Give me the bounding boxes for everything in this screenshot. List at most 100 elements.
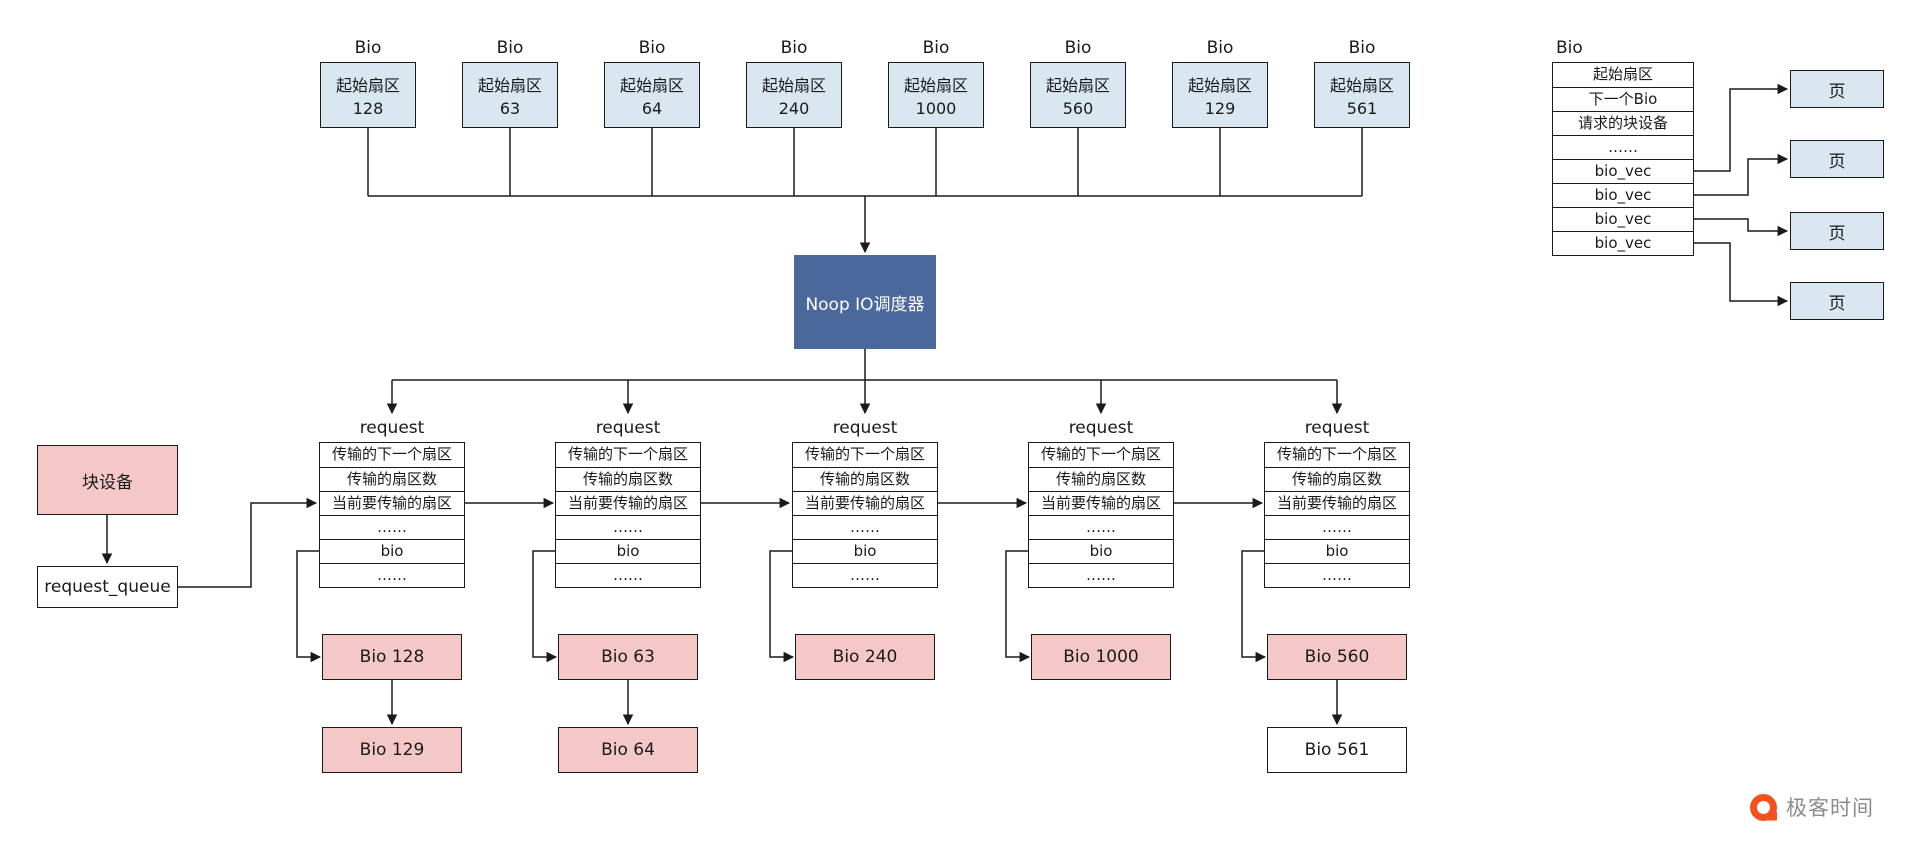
bio-node-title: Bio	[1206, 38, 1234, 58]
bio-node-box: 起始扇区 129	[1172, 62, 1268, 128]
request-row: 当前要传输的扇区	[556, 491, 700, 515]
bio-node: Bio 起始扇区 64	[604, 36, 700, 128]
request-row: ……	[1029, 515, 1173, 539]
bio-start-sector-label: 起始扇区	[477, 76, 542, 95]
request-title: request	[1068, 418, 1134, 438]
request-row: 传输的下一个扇区	[804, 445, 925, 463]
request-row: ……	[320, 515, 464, 539]
bio-start-sector-label: 起始扇区	[1045, 76, 1110, 95]
bio-node-title: Bio	[922, 38, 950, 58]
bio-chain-box: Bio 63	[558, 634, 698, 680]
bio-chain-box: Bio 561	[1267, 727, 1407, 773]
page-box: 页	[1790, 140, 1884, 178]
bio-chain-box: Bio 129	[322, 727, 462, 773]
block-device-box: 块设备	[37, 445, 178, 515]
request-row: ……	[1029, 563, 1173, 587]
request-title: request	[359, 418, 425, 438]
geektime-logo: 极客时间	[1750, 792, 1874, 822]
request-title: request	[595, 418, 661, 438]
request-row: bio	[556, 539, 700, 563]
request-row: 传输的扇区数	[556, 467, 700, 491]
request-row: bio	[793, 539, 937, 563]
bio-chain-box: Bio 560	[1267, 634, 1407, 680]
bio-sector-value: 1000	[915, 99, 957, 118]
bio-node: Bio 起始扇区 560	[1030, 36, 1126, 128]
bio-node-box: 起始扇区 128	[320, 62, 416, 128]
bio-node: Bio 起始扇区 129	[1172, 36, 1268, 128]
request-row: 当前要传输的扇区	[793, 491, 937, 515]
bio-sector-value: 63	[499, 99, 521, 118]
request-structure: request 传输的下一个扇区 传输的扇区数 当前要传输的扇区 …… bio …	[792, 416, 938, 588]
bio-node-box: 起始扇区 64	[604, 62, 700, 128]
request-row: 传输的下一个扇区	[567, 445, 688, 463]
request-row: ……	[556, 515, 700, 539]
bio-start-sector-label: 起始扇区	[903, 76, 968, 95]
bio-chain-box: Bio 128	[322, 634, 462, 680]
bio-node: Bio 起始扇区 240	[746, 36, 842, 128]
request-row: 传输的下一个扇区	[1276, 445, 1397, 463]
request-table: 传输的下一个扇区 传输的扇区数 当前要传输的扇区 …… bio ……	[319, 442, 465, 588]
bio-start-sector-label: 起始扇区	[1329, 76, 1394, 95]
request-row: ……	[1265, 515, 1409, 539]
bio-node-box: 起始扇区 560	[1030, 62, 1126, 128]
bio-struct-row: 下一个Bio	[1553, 87, 1693, 111]
bio-struct-row: bio_vec	[1553, 231, 1693, 255]
top-fanin-lines	[367, 128, 1363, 254]
request-queue-box: request_queue	[37, 566, 178, 608]
bio-node-box: 起始扇区 1000	[888, 62, 984, 128]
request-structure: request 传输的下一个扇区 传输的扇区数 当前要传输的扇区 …… bio …	[555, 416, 701, 588]
request-row: ……	[1265, 563, 1409, 587]
request-row: ……	[320, 563, 464, 587]
bio-node-box: 起始扇区 240	[746, 62, 842, 128]
bio-sector-value: 129	[1204, 99, 1236, 118]
bio-sector-value: 560	[1062, 99, 1094, 118]
bio-node-title: Bio	[638, 38, 666, 58]
bio-node-title: Bio	[354, 38, 382, 58]
request-table: 传输的下一个扇区 传输的扇区数 当前要传输的扇区 …… bio ……	[792, 442, 938, 588]
page-box: 页	[1790, 212, 1884, 250]
request-row: bio	[320, 539, 464, 563]
bio-node-box: 起始扇区 561	[1314, 62, 1410, 128]
request-row: ……	[793, 515, 937, 539]
bio-sector-value: 561	[1346, 99, 1378, 118]
noop-scheduler-box: Noop IO调度器	[794, 255, 936, 349]
bio-sector-value: 64	[641, 99, 663, 118]
bio-struct-row: bio_vec	[1553, 159, 1693, 183]
request-row: 传输的下一个扇区	[331, 445, 452, 463]
request-row: bio	[1029, 539, 1173, 563]
bio-node-title: Bio	[1348, 38, 1376, 58]
request-row: 当前要传输的扇区	[1029, 491, 1173, 515]
bio-start-sector-label: 起始扇区	[335, 76, 400, 95]
bio-node: Bio 起始扇区 1000	[888, 36, 984, 128]
request-title: request	[1304, 418, 1370, 438]
bio-struct-row: 起始扇区	[1592, 65, 1653, 83]
request-row: 传输的扇区数	[320, 467, 464, 491]
page-box: 页	[1790, 282, 1884, 320]
bio-node: Bio 起始扇区 128	[320, 36, 416, 128]
bio-node-title: Bio	[780, 38, 808, 58]
geektime-logo-icon	[1750, 793, 1777, 821]
request-row: 当前要传输的扇区	[1265, 491, 1409, 515]
bio-start-sector-label: 起始扇区	[761, 76, 826, 95]
bio-chain-box: Bio 1000	[1031, 634, 1171, 680]
request-row: 传输的扇区数	[1029, 467, 1173, 491]
bio-node-title: Bio	[1064, 38, 1092, 58]
bio-node-title: Bio	[496, 38, 524, 58]
bio-chain-box: Bio 240	[795, 634, 935, 680]
bio-struct-row: bio_vec	[1553, 183, 1693, 207]
bio-sector-value: 240	[778, 99, 810, 118]
bio-struct-row: ……	[1553, 135, 1693, 159]
request-title: request	[832, 418, 898, 438]
request-row: 当前要传输的扇区	[320, 491, 464, 515]
bio-struct-title: Bio	[1556, 38, 1583, 58]
bio-start-sector-label: 起始扇区	[1187, 76, 1252, 95]
request-table: 传输的下一个扇区 传输的扇区数 当前要传输的扇区 …… bio ……	[1264, 442, 1410, 588]
request-structure: request 传输的下一个扇区 传输的扇区数 当前要传输的扇区 …… bio …	[1028, 416, 1174, 588]
bio-node-box: 起始扇区 63	[462, 62, 558, 128]
bio-node: Bio 起始扇区 63	[462, 36, 558, 128]
request-table: 传输的下一个扇区 传输的扇区数 当前要传输的扇区 …… bio ……	[1028, 442, 1174, 588]
bio-struct-row: 请求的块设备	[1553, 111, 1693, 135]
request-structure: request 传输的下一个扇区 传输的扇区数 当前要传输的扇区 …… bio …	[1264, 416, 1410, 588]
bio-struct-row: bio_vec	[1553, 207, 1693, 231]
biovec-page-arrows	[1694, 83, 1789, 307]
